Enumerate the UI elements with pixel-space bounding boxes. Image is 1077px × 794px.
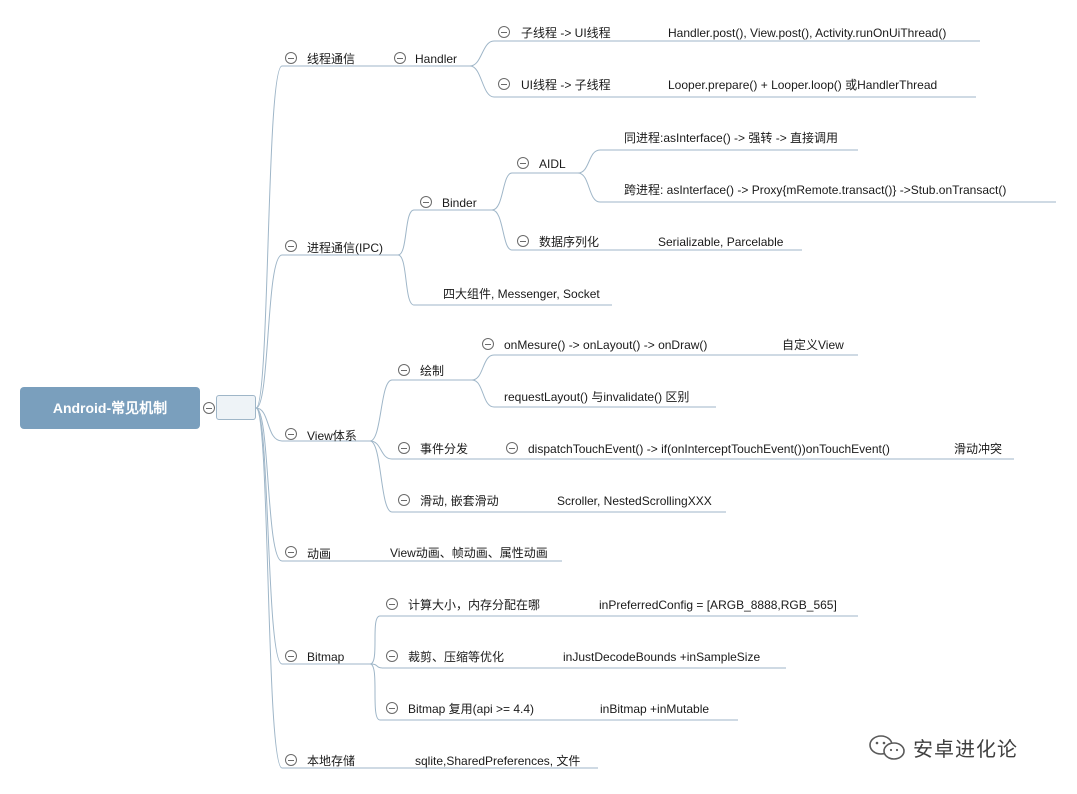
collapse-icon[interactable] (398, 442, 410, 454)
node-dispatch-flow[interactable]: dispatchTouchEvent() -> if(onInterceptTo… (528, 442, 890, 456)
node-ui-to-child-detail[interactable]: Looper.prepare() + Looper.loop() 或Handle… (668, 78, 938, 92)
watermark-text: 安卓进化论 (913, 737, 1018, 761)
node-scroll-conflict[interactable]: 滑动冲突 (954, 442, 1003, 456)
node-bitmap-size[interactable]: 计算大小，内存分配在哪 (408, 598, 541, 612)
collapse-icon[interactable] (285, 546, 297, 558)
collapse-icon[interactable] (482, 338, 494, 350)
node-same-process[interactable]: 同进程:asInterface() -> 强转 -> 直接调用 (624, 131, 839, 145)
node-handler[interactable]: Handler (415, 52, 458, 66)
node-storage-detail[interactable]: sqlite,SharedPreferences, 文件 (415, 754, 581, 768)
node-child-to-ui[interactable]: 子线程 -> UI线程 (521, 26, 611, 40)
node-animation[interactable]: 动画 (307, 547, 332, 561)
node-aidl[interactable]: AIDL (539, 157, 566, 171)
collapse-icon[interactable] (420, 196, 432, 208)
collapse-icon[interactable] (398, 364, 410, 376)
collapse-icon[interactable] (517, 235, 529, 247)
collapse-icon[interactable] (398, 494, 410, 506)
node-scroll[interactable]: 滑动, 嵌套滑动 (420, 494, 499, 508)
collapse-icon[interactable] (498, 26, 510, 38)
collapse-icon[interactable] (285, 240, 297, 252)
node-draw-flow[interactable]: onMesure() -> onLayout() -> onDraw() (504, 338, 708, 352)
collapse-icon[interactable] (498, 78, 510, 90)
node-cross-process[interactable]: 跨进程: asInterface() -> Proxy{mRemote.tran… (624, 183, 1007, 197)
collapse-icon[interactable] (506, 442, 518, 454)
collapse-icon[interactable] (285, 52, 297, 64)
node-ipc-others[interactable]: 四大组件, Messenger, Socket (443, 287, 600, 301)
collapse-icon[interactable] (394, 52, 406, 64)
node-bitmap-reuse[interactable]: Bitmap 复用(api >= 4.4) (408, 702, 535, 716)
node-draw-diff[interactable]: requestLayout() 与invalidate() 区别 (504, 390, 690, 404)
root-node[interactable]: Android-常见机制 (20, 387, 200, 429)
collapse-icon[interactable] (203, 402, 215, 414)
collapse-icon[interactable] (285, 428, 297, 440)
node-bitmap-optimize-detail[interactable]: inJustDecodeBounds +inSampleSize (563, 650, 761, 664)
collapse-icon[interactable] (386, 598, 398, 610)
wechat-icon (869, 735, 905, 760)
node-bitmap-size-detail[interactable]: inPreferredConfig = [ARGB_8888,RGB_565] (599, 598, 837, 612)
node-event-dispatch[interactable]: 事件分发 (420, 442, 469, 456)
node-thread-comm[interactable]: 线程通信 (307, 52, 356, 66)
node-scroll-detail[interactable]: Scroller, NestedScrollingXXX (557, 494, 712, 508)
collapse-icon[interactable] (285, 650, 297, 662)
node-bitmap[interactable]: Bitmap (307, 650, 345, 664)
node-bitmap-reuse-detail[interactable]: inBitmap +inMutable (600, 702, 710, 716)
node-ui-to-child[interactable]: UI线程 -> 子线程 (521, 78, 611, 92)
collapse-icon[interactable] (386, 702, 398, 714)
node-serialization-detail[interactable]: Serializable, Parcelable (658, 235, 784, 249)
node-ipc[interactable]: 进程通信(IPC) (307, 241, 383, 255)
node-draw[interactable]: 绘制 (420, 364, 445, 378)
node-serialization[interactable]: 数据序列化 (539, 235, 600, 249)
collapse-icon[interactable] (517, 157, 529, 169)
node-local-storage[interactable]: 本地存储 (307, 754, 356, 768)
node-binder[interactable]: Binder (442, 196, 477, 210)
node-bitmap-optimize[interactable]: 裁剪、压缩等优化 (408, 650, 505, 664)
root-hub (216, 395, 256, 420)
collapse-icon[interactable] (386, 650, 398, 662)
node-custom-view[interactable]: 自定义View (782, 338, 844, 352)
node-child-to-ui-detail[interactable]: Handler.post(), View.post(), Activity.ru… (668, 26, 947, 40)
node-view-system[interactable]: View体系 (307, 429, 357, 443)
node-animation-detail[interactable]: View动画、帧动画、属性动画 (390, 546, 548, 560)
collapse-icon[interactable] (285, 754, 297, 766)
